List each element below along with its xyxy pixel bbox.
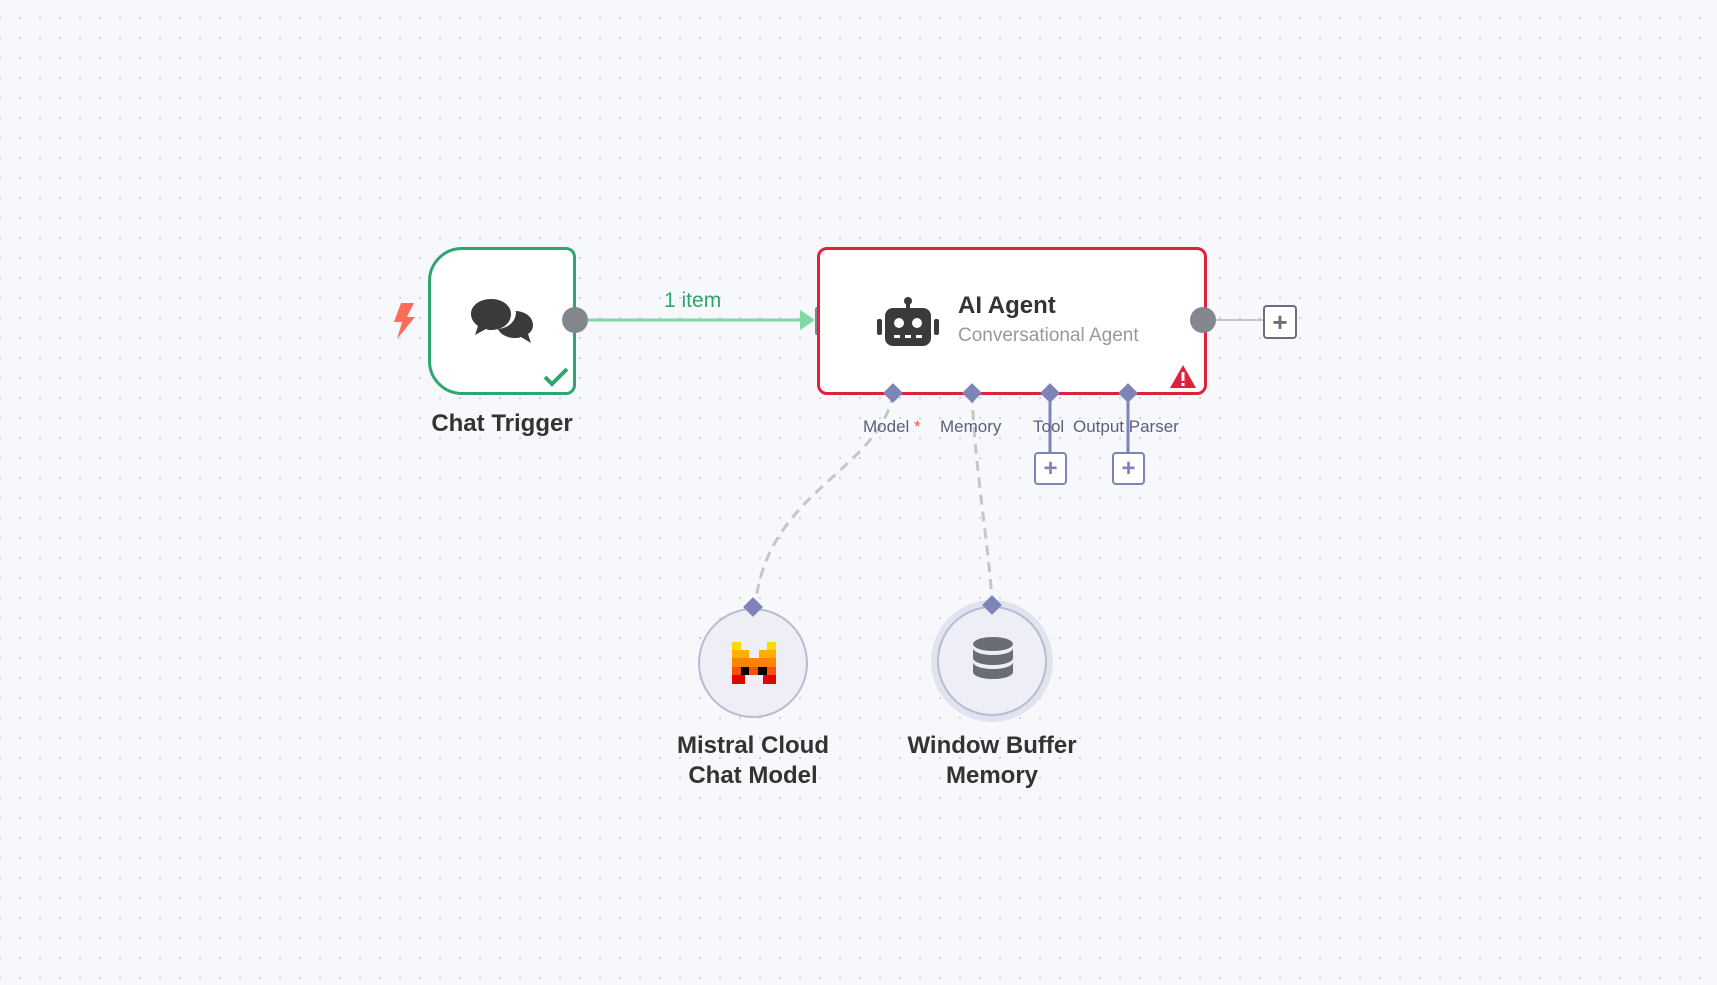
output-parser-slot-label: Output Parser — [1073, 417, 1179, 436]
robot-icon — [877, 297, 939, 346]
success-check-icon — [543, 367, 569, 387]
window-buffer-memory-node[interactable] — [937, 606, 1047, 716]
memory-label-line1: Window Buffer — [907, 732, 1077, 759]
memory-slot-label: Memory — [940, 417, 1002, 436]
add-node-button[interactable]: + — [1263, 305, 1297, 339]
add-output-parser-button[interactable]: + — [1112, 452, 1145, 485]
model-slot-text: Model — [863, 417, 910, 436]
mistral-label-line2: Chat Model — [688, 762, 818, 789]
memory-node-label: Window Buffer Memory — [892, 731, 1092, 791]
mistral-chat-model-node[interactable] — [698, 608, 808, 718]
chat-trigger-node[interactable] — [428, 247, 576, 395]
mistral-logo-icon — [732, 642, 776, 684]
chat-bubbles-icon — [471, 299, 533, 343]
mistral-node-label: Mistral Cloud Chat Model — [653, 731, 853, 791]
trigger-output-handle[interactable] — [562, 307, 588, 333]
chat-trigger-label: Chat Trigger — [431, 410, 573, 437]
connection-item-count: 1 item — [664, 289, 722, 312]
connection-arrowhead — [800, 310, 815, 330]
warning-icon — [1170, 365, 1196, 388]
ai-agent-title: AI Agent — [958, 292, 1056, 319]
model-slot-label: Model * — [863, 417, 921, 437]
ai-agent-subtitle: Conversational Agent — [958, 325, 1139, 346]
add-tool-button[interactable]: + — [1034, 452, 1067, 485]
database-icon — [973, 637, 1013, 679]
tool-slot-label: Tool — [1033, 417, 1065, 436]
agent-output-handle[interactable] — [1190, 307, 1216, 333]
memory-connection-line[interactable] — [970, 392, 994, 601]
mistral-label-line1: Mistral Cloud — [676, 732, 829, 759]
trigger-bolt-icon — [394, 303, 415, 339]
required-indicator: * — [914, 417, 921, 436]
ai-agent-node[interactable] — [817, 247, 1207, 395]
memory-label-line2: Memory — [945, 762, 1039, 789]
